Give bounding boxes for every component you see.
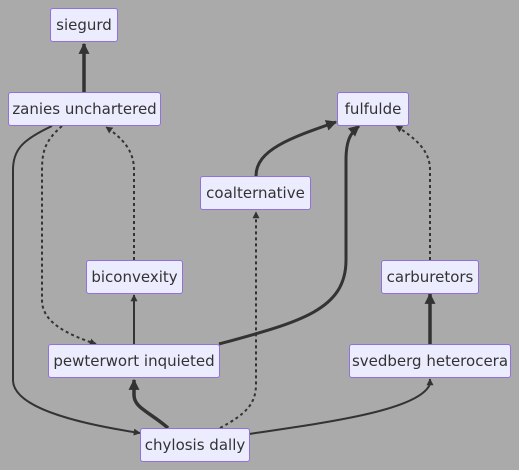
edge-chylosis-to-svedberg <box>248 378 434 435</box>
node-carburetors: carburetors <box>381 260 479 294</box>
node-pewterwort-inquieted: pewterwort inquieted <box>48 344 220 378</box>
edge-zanies-to-chylosis <box>12 125 141 436</box>
edge-carburetors-to-fulfulde <box>395 125 431 260</box>
edge-chylosis-to-coalternative <box>219 211 260 429</box>
node-biconvexity: biconvexity <box>86 260 183 294</box>
edge-coalternative-to-fulfulde <box>254 120 338 177</box>
edge-chylosis-to-pewterwort <box>128 378 170 430</box>
node-fulfulde: fulfulde <box>337 92 409 126</box>
node-zanies-unchartered: zanies unchartered <box>8 92 161 126</box>
edge-biconvexity-to-zanies <box>105 126 135 260</box>
edge-pewterwort-to-fulfulde <box>218 124 360 346</box>
node-svedberg-heterocera: svedberg heterocera <box>349 344 511 378</box>
edge-zanies-to-pewterwort <box>41 125 97 346</box>
node-chylosis-dally: chylosis dally <box>140 428 250 462</box>
node-coalternative: coalternative <box>200 176 311 210</box>
node-siegurd: siegurd <box>50 8 118 42</box>
